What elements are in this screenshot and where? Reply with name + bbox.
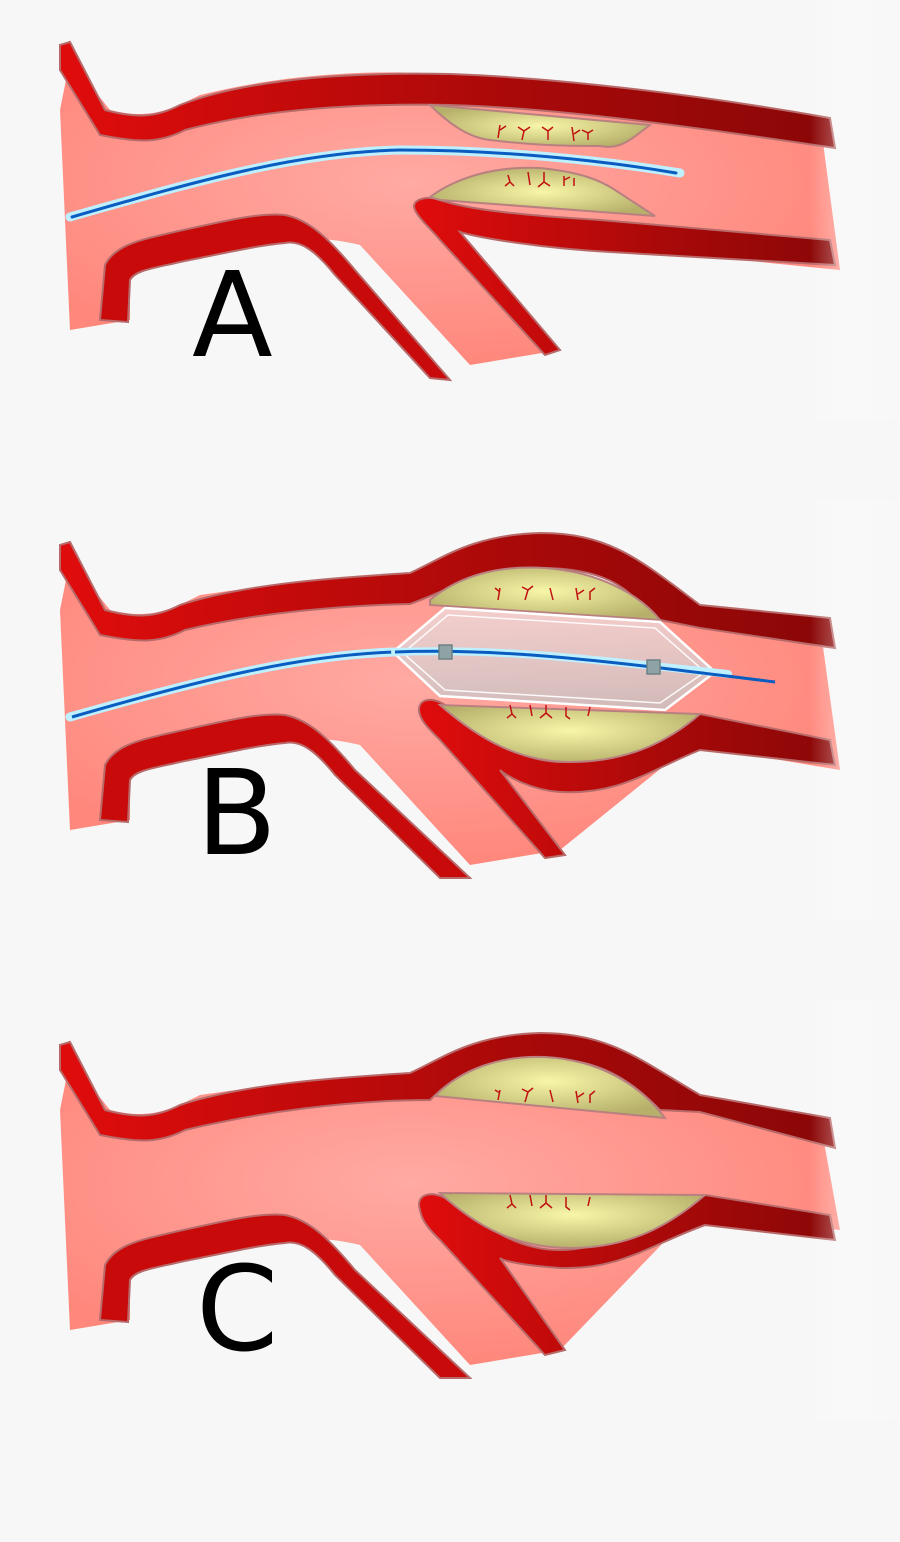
artery-illustration-b bbox=[0, 500, 900, 920]
panel-label-b: B bbox=[196, 744, 277, 882]
panel-label-a: A bbox=[192, 246, 273, 384]
artery-illustration-a bbox=[0, 0, 900, 420]
panel-c: C bbox=[0, 1000, 900, 1420]
artery-illustration-c bbox=[0, 1000, 900, 1420]
edge-fade bbox=[0, 0, 900, 420]
panel-a: A bbox=[0, 0, 900, 420]
panel-label-c: C bbox=[196, 1240, 279, 1378]
panel-b: B bbox=[0, 500, 900, 920]
